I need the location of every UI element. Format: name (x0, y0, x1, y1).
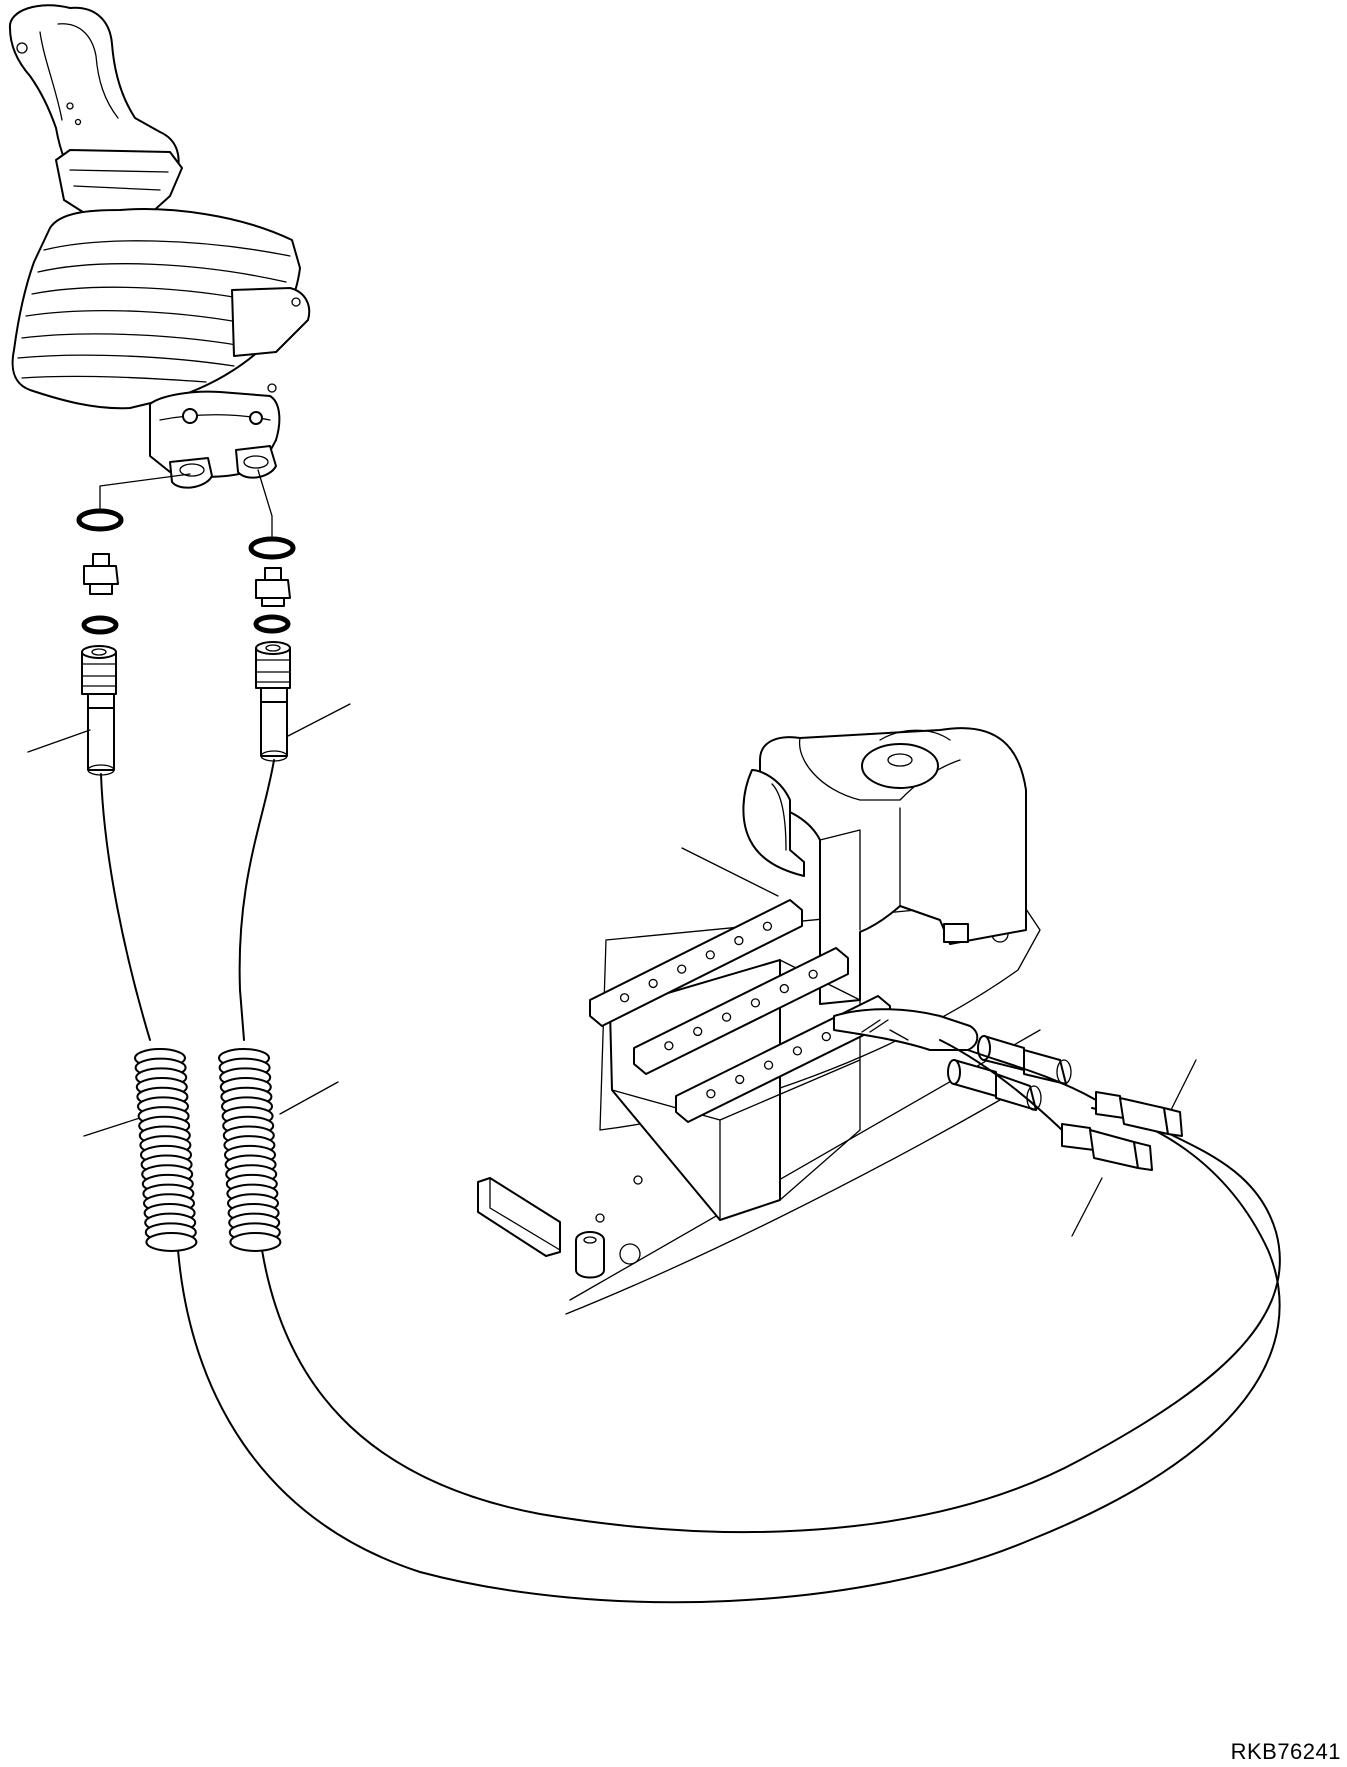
valve-port (734, 935, 744, 946)
valve-port (763, 1060, 774, 1070)
leader-line (99, 473, 191, 509)
control-lever-icon (8, 4, 311, 489)
callout-line (83, 1115, 147, 1137)
coil-turn (229, 1232, 282, 1252)
valve-port (619, 993, 630, 1003)
adapter-fitting-icon (83, 553, 119, 595)
o-ring-icon (248, 536, 296, 560)
valve-port (735, 1074, 745, 1085)
valve-port (750, 998, 761, 1008)
valve-port (648, 978, 658, 989)
valve-port (705, 950, 715, 960)
valve-rail (633, 947, 849, 1075)
spiral-guard-icon (218, 1048, 282, 1252)
callout-line (279, 1081, 339, 1115)
bracket-icon (565, 727, 1041, 1315)
o-ring-icon (81, 615, 119, 635)
o-ring-icon (253, 614, 291, 634)
hose-lines (100, 759, 1281, 1604)
valve-port (664, 1041, 674, 1051)
callout-line (1071, 1177, 1103, 1237)
valve-port (706, 1089, 716, 1099)
o-ring-icon (76, 508, 124, 532)
spiral-guard-icon (134, 1048, 198, 1252)
hose-end-icon (255, 641, 291, 762)
callout-line (287, 703, 351, 737)
floor-detail (477, 1177, 605, 1279)
valve-port (779, 983, 789, 994)
valve-port (792, 1046, 803, 1056)
adapter-fitting-icon (255, 567, 291, 607)
valve-port (677, 964, 687, 974)
callout-line (27, 729, 91, 753)
valve-rail (589, 899, 803, 1027)
coil-turn (145, 1232, 198, 1252)
valve-port (693, 1026, 703, 1037)
valve-port (808, 969, 818, 979)
drawing-reference-code: RKB76241 (1230, 1739, 1341, 1764)
fitting-stack-left (76, 508, 124, 776)
callout-line (681, 847, 779, 897)
hose-connector-set (833, 1008, 1183, 1171)
hose-end-icon (81, 645, 117, 776)
fitting-stack-right (248, 536, 296, 762)
valve-port (762, 921, 773, 931)
leader-line (257, 469, 273, 539)
valve-port (821, 1031, 831, 1042)
valve-port (721, 1012, 732, 1022)
